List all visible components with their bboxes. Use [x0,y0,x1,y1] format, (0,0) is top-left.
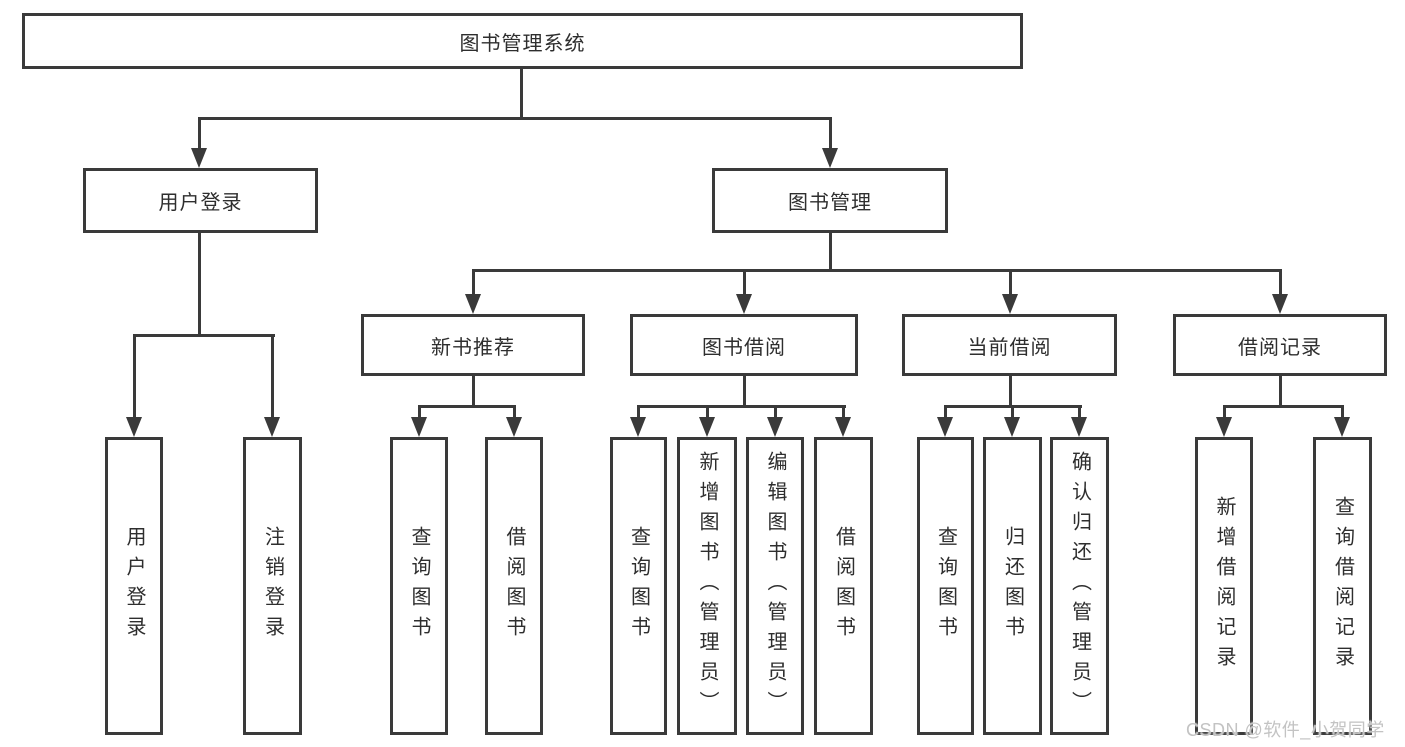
leaf-recommend-borrow-books: 借阅图书 [485,437,543,735]
leaf-logout: 注销登录 [243,437,302,735]
leaf-borrowing-borrow-books: 借阅图书 [814,437,873,735]
csdn-watermark: CSDN @软件_小贺同学 [1186,720,1385,740]
arrowhead-current-query [937,417,953,437]
node-borrowing-records: 借阅记录 [1173,314,1387,376]
connector-drop-borrowing-query [637,405,640,419]
leaf-current-return-books: 归还图书 [983,437,1042,735]
connector-drop-book-management [829,117,832,150]
connector-user-login-stem [198,233,201,337]
arrowhead-borrowing-add [699,417,715,437]
arrowhead-recommend-borrow [506,417,522,437]
connector-book-management-stem [829,233,832,272]
leaf-records-add-record: 新增借阅记录 [1195,437,1253,735]
arrowhead-new-book-recommend [465,294,481,314]
node-new-book-recommend: 新书推荐 [361,314,585,376]
arrowhead-records-add [1216,417,1232,437]
arrowhead-current-borrowing [1002,294,1018,314]
connector-drop-user-login [198,117,201,150]
leaf-recommend-query-books: 查询图书 [390,437,448,735]
node-book-management: 图书管理 [712,168,948,233]
connector-level3-bus [472,269,1282,272]
connector-drop-borrowing-add [706,405,709,419]
leaf-user-login: 用户登录 [105,437,163,735]
connector-borrowing-bus [637,405,846,408]
connector-drop-recommend-query [418,405,421,419]
arrowhead-recommend-query [411,417,427,437]
connector-drop-current-return [1011,405,1014,419]
connector-drop-recommend-borrow [513,405,516,419]
connector-drop-current-confirm [1078,405,1081,419]
arrowhead-current-confirm [1071,417,1087,437]
node-book-borrowing: 图书借阅 [630,314,858,376]
connector-level1-bus [198,117,832,120]
arrowhead-user-login [191,148,207,168]
arrowhead-leaf-user-login [126,417,142,437]
arrowhead-borrowing-edit [767,417,783,437]
arrowhead-leaf-logout [264,417,280,437]
connector-drop-records-query [1341,405,1344,419]
leaf-records-query-record: 查询借阅记录 [1313,437,1372,735]
arrowhead-records-query [1334,417,1350,437]
connector-drop-borrowing-records [1279,269,1282,296]
connector-root-stem [520,69,523,120]
leaf-current-query-books: 查询图书 [917,437,974,735]
arrowhead-borrowing-query [630,417,646,437]
arrowhead-borrowing-borrow [835,417,851,437]
arrowhead-current-return [1004,417,1020,437]
arrowhead-borrowing-records [1272,294,1288,314]
connector-drop-borrowing-edit [774,405,777,419]
leaf-borrowing-add-books-admin: 新增图书（管理员） [677,437,737,735]
leaf-borrowing-query-books: 查询图书 [610,437,667,735]
connector-records-stem [1279,376,1282,407]
leaf-current-confirm-return-admin: 确认归还（管理员） [1050,437,1109,735]
connector-recommend-stem [472,376,475,407]
arrowhead-book-management [822,148,838,168]
connector-drop-leaf-user-login [133,334,136,419]
node-current-borrowing: 当前借阅 [902,314,1117,376]
connector-drop-new-book-recommend [472,269,475,296]
leaf-borrowing-edit-books-admin: 编辑图书（管理员） [746,437,804,735]
connector-drop-book-borrowing [743,269,746,296]
node-root: 图书管理系统 [22,13,1023,69]
connector-drop-current-query [944,405,947,419]
connector-records-bus [1223,405,1344,408]
connector-borrowing-stem [743,376,746,407]
connector-user-login-bus [133,334,275,337]
connector-drop-records-add [1223,405,1226,419]
node-user-login: 用户登录 [83,168,318,233]
connector-drop-leaf-logout [271,334,274,419]
connector-drop-borrowing-borrow [842,405,845,419]
connector-drop-current-borrowing [1009,269,1012,296]
connector-recommend-bus [418,405,516,408]
arrowhead-book-borrowing [736,294,752,314]
connector-current-stem [1009,376,1012,407]
